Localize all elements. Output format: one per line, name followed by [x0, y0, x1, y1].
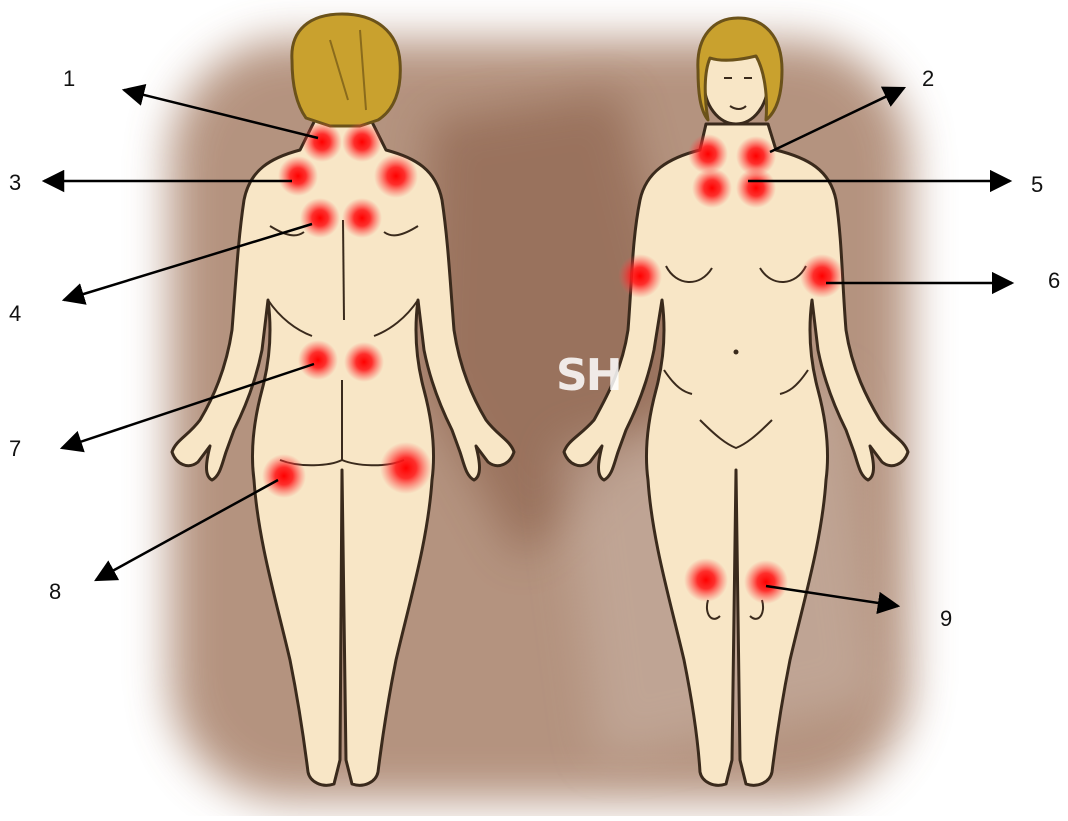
label-6: 6 — [1048, 270, 1060, 292]
tender-point-hip-left — [262, 454, 306, 498]
tender-point-upper-back-left — [300, 198, 340, 238]
tender-point-back-neck-right — [342, 122, 382, 162]
tender-point-elbow-left — [618, 254, 662, 298]
label-8: 8 — [49, 581, 61, 603]
tender-point-knee-right — [744, 560, 788, 604]
label-7: 7 — [9, 438, 21, 460]
label-5: 5 — [1031, 174, 1043, 196]
label-3: 3 — [9, 172, 21, 194]
tender-point-upper-back-right — [342, 198, 382, 238]
label-1: 1 — [63, 68, 75, 90]
tender-point-back-neck-left — [302, 122, 342, 162]
tender-point-chest-left — [692, 168, 732, 208]
tender-point-chest-right — [736, 168, 776, 208]
watermark: SH — [556, 350, 621, 401]
tender-point-back-shoulder-left — [278, 156, 318, 196]
label-2: 2 — [922, 68, 934, 90]
tender-point-lower-back-left — [298, 340, 338, 380]
label-9: 9 — [940, 608, 952, 630]
tender-point-knee-left — [684, 558, 728, 602]
label-4: 4 — [9, 303, 21, 325]
tender-point-lower-back-right — [344, 342, 384, 382]
tender-point-hip-right — [380, 442, 432, 494]
tender-point-front-neck-left — [688, 134, 728, 174]
tender-point-elbow-right — [800, 254, 844, 298]
tender-point-back-shoulder-right — [374, 154, 418, 198]
